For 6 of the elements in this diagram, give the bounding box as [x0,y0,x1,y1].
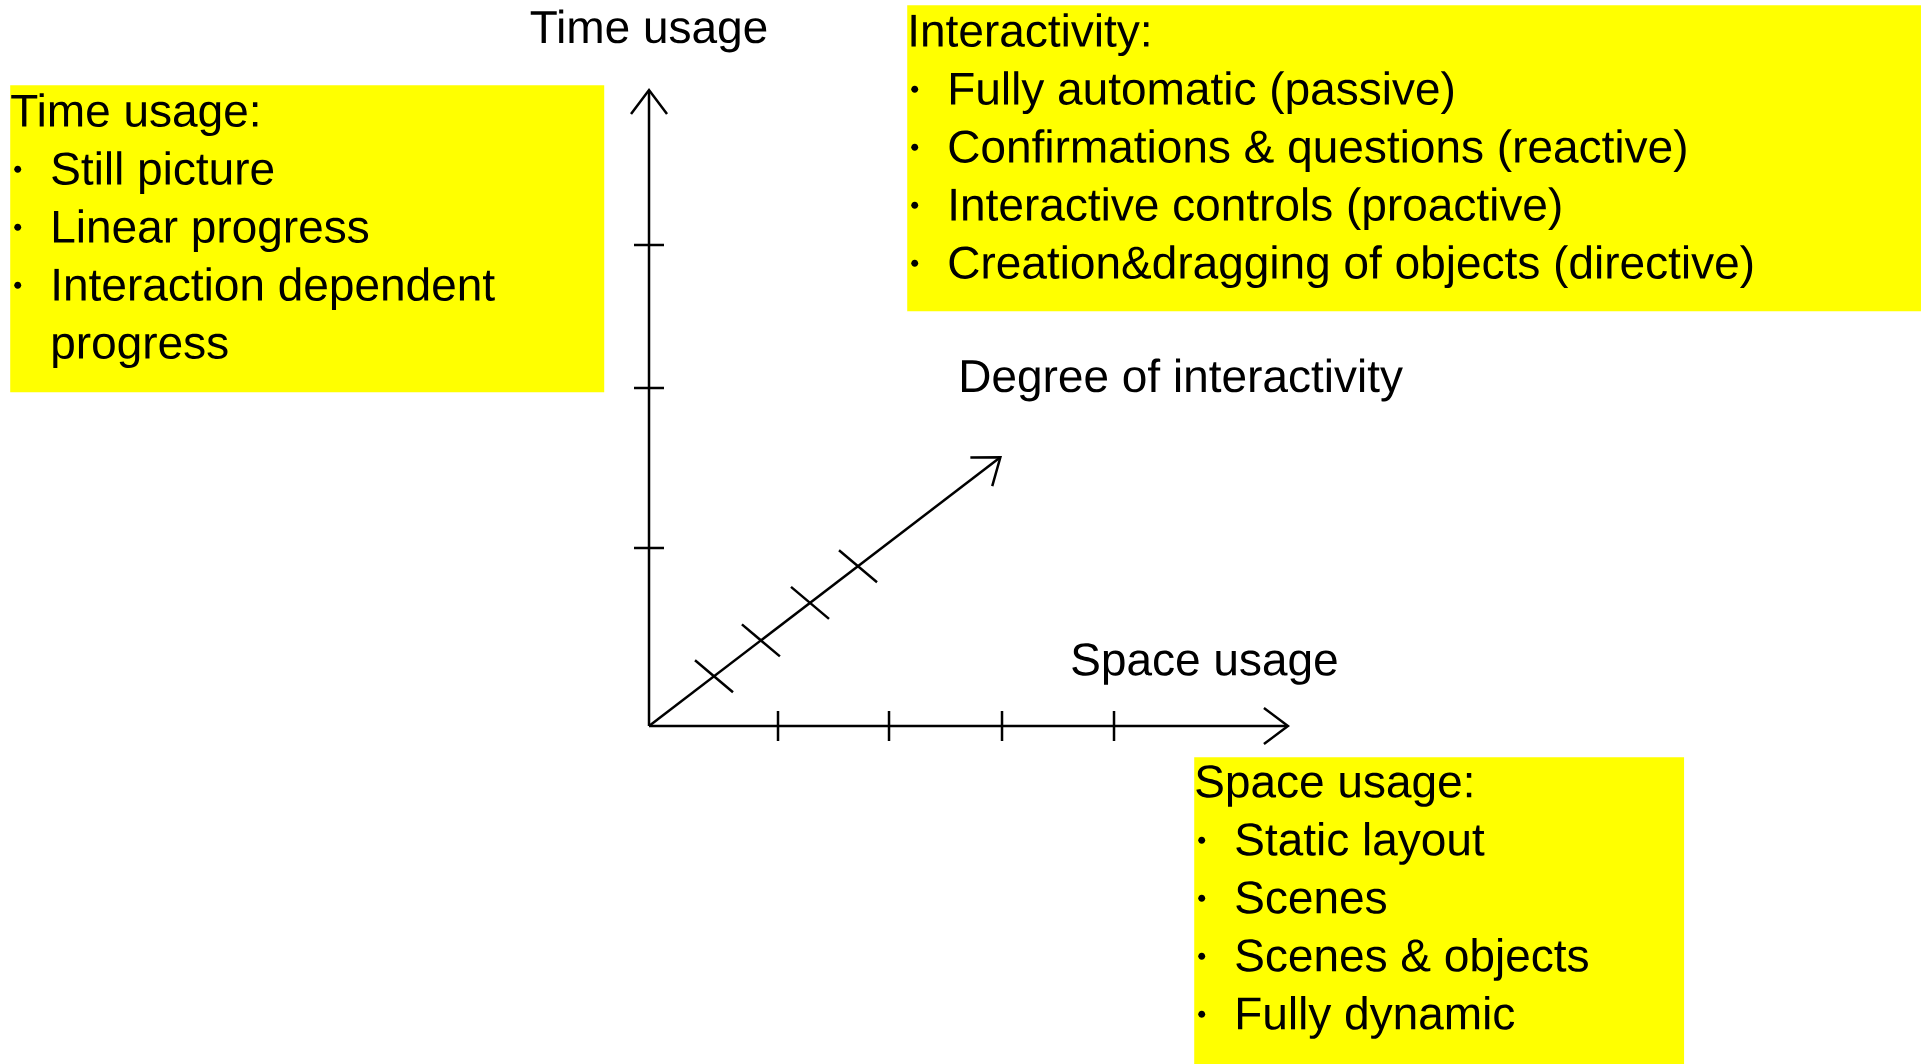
axis-label: Degree of interactivity [962,358,1403,402]
axis-label: Space usage [1072,643,1337,685]
info-box: Space usage: Static layout Scenes Scenes & objects Fully dynamic [1194,757,1685,1064]
info-box: Interactivity: Fully automatic (passive) Confirmations & questions (reactive) Interactive controls (proactive) Creation&dragging of objects (directive) [907,5,1921,312]
info-box: Time usage: Still picture Linear progress Interaction dependent progress [10,85,605,393]
axis-label: Time usage [530,9,767,53]
